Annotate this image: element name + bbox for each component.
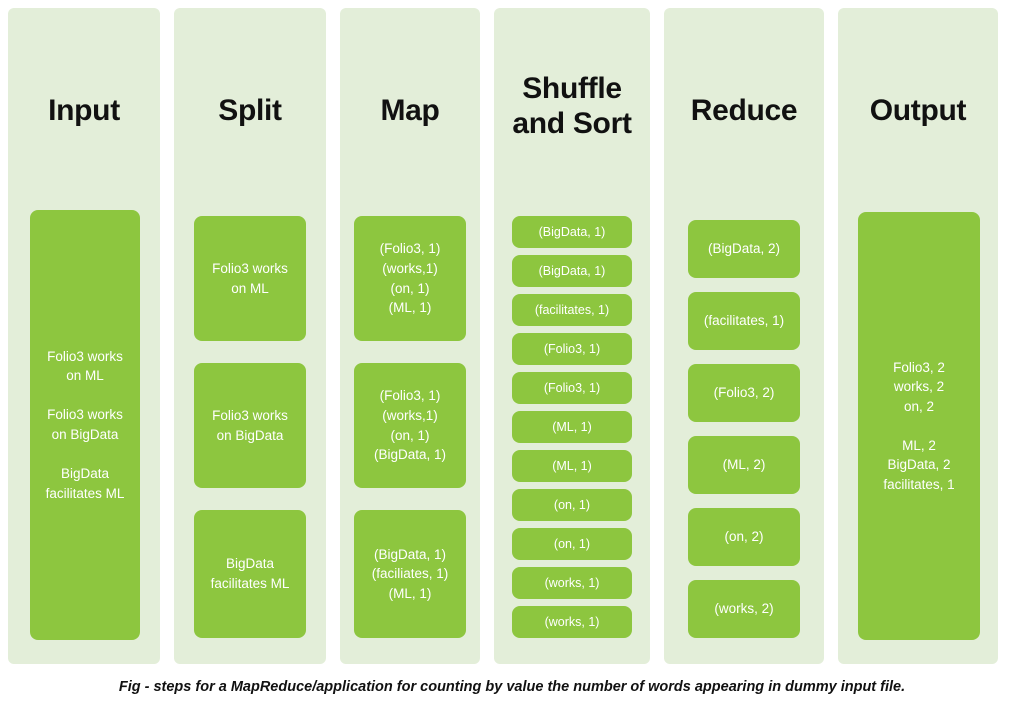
reduce-box-4-text: (ML, 2) bbox=[722, 457, 766, 473]
column-title-shuffle-line-1: Shuffle bbox=[522, 72, 622, 105]
input-box-1-line-8: facilitates ML bbox=[45, 485, 125, 501]
output-box-1-line-4 bbox=[883, 416, 954, 436]
input-box-1-line-1: Folio3 works bbox=[47, 348, 123, 364]
diagram-columns: Input Folio3 works on ML Folio3 works on… bbox=[8, 8, 998, 664]
split-box-1-line-1: Folio3 works bbox=[212, 260, 288, 276]
shuffle-box-7: (ML, 1) bbox=[512, 450, 632, 482]
shuffle-box-11-text: (works, 1) bbox=[544, 614, 600, 629]
map-box-2-line-1: (Folio3, 1) bbox=[379, 388, 441, 404]
shuffle-box-8-text: (on, 1) bbox=[553, 497, 591, 512]
shuffle-box-7-text: (ML, 1) bbox=[552, 458, 592, 473]
split-box-3-line-1: BigData bbox=[225, 556, 275, 572]
map-box-2: (Folio3, 1) (works,1) (on, 1) (BigData, … bbox=[354, 363, 466, 488]
split-box-2-line-1: Folio3 works bbox=[212, 407, 288, 423]
shuffle-box-10-text: (works, 1) bbox=[544, 575, 600, 590]
shuffle-box-6: (ML, 1) bbox=[512, 411, 632, 443]
reduce-box-1: (BigData, 2) bbox=[688, 220, 800, 278]
column-title-shuffle-line-2: and Sort bbox=[512, 106, 632, 140]
map-box-3: (BigData, 1) (faciliates, 1) (ML, 1) bbox=[354, 510, 466, 638]
column-output: Output Folio3, 2 works, 2 on, 2 ML, 2 Bi… bbox=[838, 8, 998, 664]
map-box-2-line-3: (on, 1) bbox=[390, 427, 430, 443]
column-reduce: Reduce (BigData, 2) (facilitates, 1) (Fo… bbox=[664, 8, 824, 664]
column-shuffle-boxes: (BigData, 1) (BigData, 1) (facilitates, … bbox=[494, 8, 650, 664]
split-box-1: Folio3 works on ML bbox=[194, 216, 306, 341]
shuffle-box-1-text: (BigData, 1) bbox=[538, 224, 606, 239]
reduce-box-6-text: (works, 2) bbox=[714, 601, 774, 617]
shuffle-box-6-text: (ML, 1) bbox=[552, 419, 592, 434]
column-shuffle-and-sort: Shuffle and Sort (BigData, 1) (BigData, … bbox=[494, 8, 650, 664]
shuffle-box-2: (BigData, 1) bbox=[512, 255, 632, 287]
shuffle-box-9: (on, 1) bbox=[512, 528, 632, 560]
map-box-1: (Folio3, 1) (works,1) (on, 1) (ML, 1) bbox=[354, 216, 466, 341]
reduce-box-2: (facilitates, 1) bbox=[688, 292, 800, 350]
shuffle-box-2-text: (BigData, 1) bbox=[538, 263, 606, 278]
reduce-box-2-text: (facilitates, 1) bbox=[703, 313, 785, 329]
column-title-shuffle-and-sort: Shuffle and Sort bbox=[494, 72, 650, 141]
split-box-2: Folio3 works on BigData bbox=[194, 363, 306, 488]
input-box-1: Folio3 works on ML Folio3 works on BigDa… bbox=[30, 210, 140, 640]
reduce-box-3-text: (Folio3, 2) bbox=[713, 385, 775, 401]
column-title-input: Input bbox=[48, 94, 120, 127]
column-map-boxes: (Folio3, 1) (works,1) (on, 1) (ML, 1) (F… bbox=[340, 8, 480, 664]
column-title-map: Map bbox=[380, 94, 440, 127]
input-box-1-line-2: on ML bbox=[66, 368, 104, 384]
shuffle-box-3: (facilitates, 1) bbox=[512, 294, 632, 326]
split-box-3: BigData facilitates ML bbox=[194, 510, 306, 638]
shuffle-box-5-text: (Folio3, 1) bbox=[543, 380, 601, 395]
shuffle-box-11: (works, 1) bbox=[512, 606, 632, 638]
split-box-1-line-2: on ML bbox=[231, 280, 269, 296]
input-box-1-line-5: on BigData bbox=[51, 427, 119, 442]
column-title-output: Output bbox=[869, 94, 967, 127]
shuffle-box-4: (Folio3, 1) bbox=[512, 333, 632, 365]
map-box-1-line-4: (ML, 1) bbox=[388, 300, 432, 316]
input-box-1-line-7: BigData bbox=[60, 466, 110, 482]
shuffle-box-9-text: (on, 1) bbox=[553, 536, 591, 551]
reduce-box-1-text: (BigData, 2) bbox=[707, 241, 781, 257]
output-box-1-line-3: on, 2 bbox=[903, 398, 934, 414]
column-input: Input Folio3 works on ML Folio3 works on… bbox=[8, 8, 160, 664]
column-split: Split Folio3 works on ML Folio3 works on… bbox=[174, 8, 326, 664]
shuffle-box-5: (Folio3, 1) bbox=[512, 372, 632, 404]
output-box-1-line-7: facilitates, 1 bbox=[883, 476, 955, 492]
shuffle-box-1: (BigData, 1) bbox=[512, 216, 632, 248]
map-box-3-line-3: (ML, 1) bbox=[388, 585, 432, 601]
reduce-box-5-text: (on, 2) bbox=[724, 529, 764, 545]
column-title-split: Split bbox=[218, 94, 282, 127]
map-box-2-line-2: (works,1) bbox=[382, 407, 438, 423]
column-title-reduce: Reduce bbox=[690, 94, 798, 127]
reduce-box-5: (on, 2) bbox=[688, 508, 800, 566]
column-reduce-boxes: (BigData, 2) (facilitates, 1) (Folio3, 2… bbox=[664, 8, 824, 664]
input-box-1-line-3 bbox=[46, 386, 125, 406]
split-box-2-line-2: on BigData bbox=[216, 427, 284, 443]
figure-caption: Fig - steps for a MapReduce/application … bbox=[0, 668, 1024, 705]
column-input-boxes: Folio3 works on ML Folio3 works on BigDa… bbox=[8, 8, 160, 664]
map-box-3-line-1: (BigData, 1) bbox=[373, 546, 447, 562]
map-box-1-line-3: (on, 1) bbox=[390, 280, 430, 296]
column-map: Map (Folio3, 1) (works,1) (on, 1) (ML, 1… bbox=[340, 8, 480, 664]
output-box-1-line-2: works, 2 bbox=[893, 379, 945, 395]
map-box-3-line-2: (faciliates, 1) bbox=[371, 566, 449, 582]
shuffle-box-8: (on, 1) bbox=[512, 489, 632, 521]
map-box-1-line-2: (works,1) bbox=[382, 260, 438, 276]
shuffle-box-10: (works, 1) bbox=[512, 567, 632, 599]
map-box-1-line-1: (Folio3, 1) bbox=[379, 241, 441, 257]
reduce-box-3: (Folio3, 2) bbox=[688, 364, 800, 422]
output-box-1-line-1: Folio3, 2 bbox=[893, 359, 945, 375]
output-box-1-line-5: ML, 2 bbox=[902, 437, 936, 453]
reduce-box-4: (ML, 2) bbox=[688, 436, 800, 494]
output-box-1: Folio3, 2 works, 2 on, 2 ML, 2 BigData, … bbox=[858, 212, 980, 640]
shuffle-box-4-text: (Folio3, 1) bbox=[543, 341, 601, 356]
reduce-box-6: (works, 2) bbox=[688, 580, 800, 638]
input-box-1-line-6 bbox=[46, 445, 125, 465]
column-split-boxes: Folio3 works on ML Folio3 works on BigDa… bbox=[174, 8, 326, 664]
column-output-boxes: Folio3, 2 works, 2 on, 2 ML, 2 BigData, … bbox=[838, 8, 998, 664]
input-box-1-line-4: Folio3 works bbox=[47, 407, 123, 423]
output-box-1-line-6: BigData, 2 bbox=[887, 457, 951, 473]
split-box-3-line-2: facilitates ML bbox=[210, 576, 290, 591]
shuffle-box-3-text: (facilitates, 1) bbox=[534, 302, 610, 317]
map-box-2-line-4: (BigData, 1) bbox=[373, 447, 447, 463]
